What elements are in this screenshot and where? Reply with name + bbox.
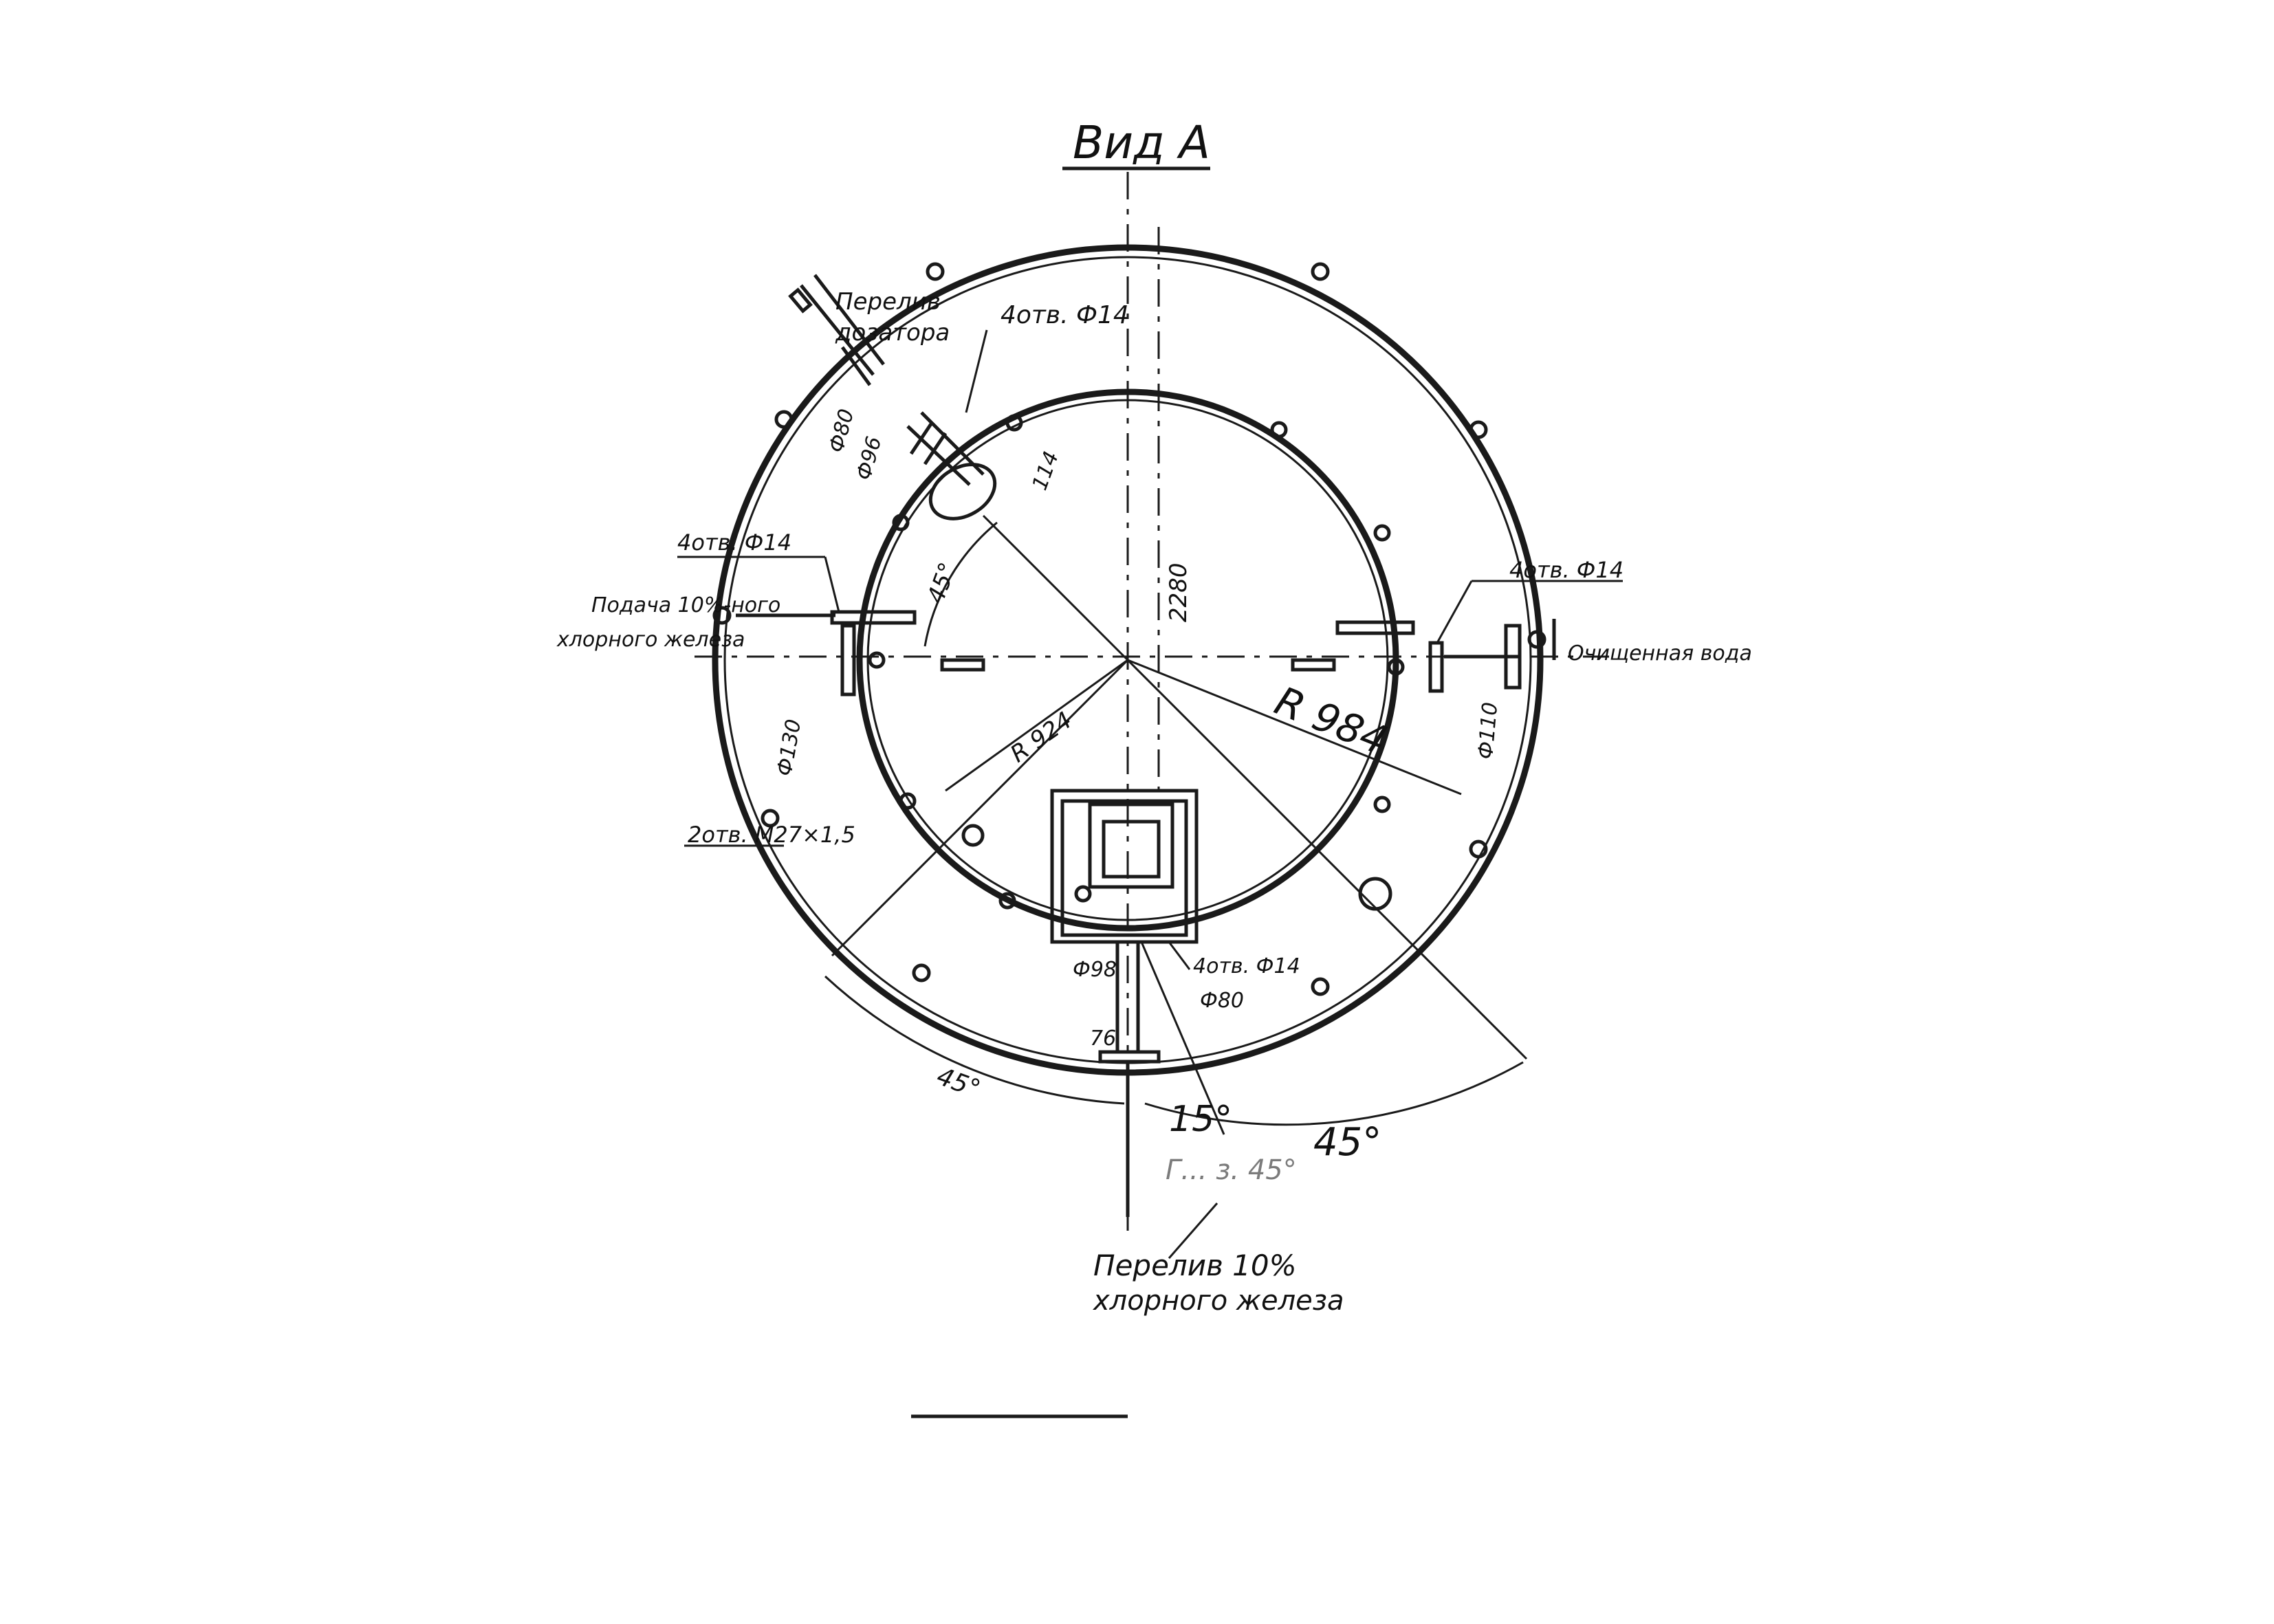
label-dim-phi80-top: Ф80 — [824, 406, 859, 455]
radius-line-inner — [945, 659, 1128, 792]
bolt-hole — [899, 792, 917, 810]
view-title: Вид А — [1073, 116, 1210, 169]
bolt-hole — [868, 651, 886, 669]
right-outlet-pipe — [1335, 619, 1556, 693]
outer-bolt-holes — [712, 262, 1546, 996]
bolt-hole — [1311, 977, 1330, 996]
label-dim-76: 76 — [1090, 1027, 1116, 1051]
bolt-hole — [1469, 420, 1488, 439]
leader-pereliv-10 — [1168, 1203, 1218, 1259]
diagonal-line-lower-right — [1126, 659, 1528, 1060]
inner-bolt-holes — [868, 414, 1405, 910]
label-pereliv-10-2: хлорного железа — [1092, 1285, 1344, 1317]
label-dim-phi98: Ф98 — [1073, 958, 1117, 982]
angle-line-15 — [1140, 941, 1225, 1135]
label-pereliv-dozatora-2: дозатора — [835, 319, 950, 347]
leader-holes-top — [965, 329, 988, 413]
diagonal-line-lower-left — [831, 659, 1129, 957]
bolt-hole — [774, 410, 794, 429]
label-ochishchennaya-voda: Очищенная вода — [1568, 641, 1752, 666]
leader-holes-left-2 — [824, 556, 840, 613]
dosing-overflow-pipe — [788, 274, 885, 386]
label-holes-bottom-left: 2отв. М27×1,5 — [688, 822, 855, 848]
top-inlet-flange — [906, 411, 997, 520]
leader-holes-bottom — [1168, 941, 1191, 970]
bolt-hole — [712, 606, 732, 625]
bolt-hole — [998, 892, 1016, 910]
bolt-hole — [1469, 840, 1488, 859]
label-dim-phi110: Ф110 — [1474, 701, 1502, 760]
label-angle-45-bottom-left: 45° — [933, 1062, 984, 1104]
bolt-hole — [1311, 262, 1330, 281]
inspection-port — [1358, 877, 1392, 911]
bolt-hole — [761, 809, 780, 828]
label-holes-bottom: 4отв. Ф14 — [1193, 954, 1300, 978]
bolt-hole — [1270, 421, 1288, 439]
label-dim-phi130: Ф130 — [772, 717, 806, 778]
angle-arc-bottom-left-45 — [824, 975, 1125, 1105]
label-radius-outer: R 984 — [1269, 677, 1395, 765]
bolt-hole — [926, 262, 945, 281]
bolt-hole — [1005, 414, 1023, 432]
label-dim-2280: 2280 — [1165, 562, 1192, 622]
bolt-hole — [1527, 630, 1546, 649]
bolt-hole — [1373, 795, 1391, 813]
label-holes-right: 4отв. Ф14 — [1509, 557, 1623, 583]
diagonal-line-upper-left — [982, 514, 1129, 661]
label-dim-114: 114 — [1028, 448, 1064, 494]
leader-holes-right-2 — [1436, 580, 1473, 644]
label-podacha-1: Подача 10%-ного — [591, 593, 780, 617]
bolt-hole — [912, 963, 931, 983]
label-holes-top: 4отв. Ф14 — [1001, 301, 1129, 329]
bottom-pipe — [1098, 940, 1161, 1217]
label-radius-inner: R 924 — [1005, 707, 1077, 769]
bolt-hole — [1074, 885, 1092, 903]
label-pereliv-dozatora-1: Перелив — [835, 288, 941, 316]
label-garbled-bottom: Г... з. 45° — [1166, 1154, 1297, 1186]
label-dim-phi96: Ф96 — [852, 434, 886, 483]
bolt-hole — [1387, 658, 1405, 676]
label-angle-45-bottom-right: 45° — [1313, 1120, 1381, 1165]
radius-line-outer — [1127, 659, 1462, 795]
label-pereliv-10-1: Перелив 10% — [1093, 1249, 1297, 1282]
label-holes-left: 4отв. Ф14 — [677, 529, 791, 556]
bolt-hole — [1373, 524, 1391, 542]
bolt-hole — [961, 824, 985, 847]
label-podacha-2: хлорного железа — [556, 628, 745, 652]
label-angle-45-inner: 45° — [922, 559, 962, 607]
internal-slots — [940, 658, 1336, 672]
angle-arc-bottom-right-45 — [1144, 1061, 1524, 1126]
bolt-hole — [892, 514, 910, 531]
label-dim-phi80-bottom: Ф80 — [1200, 989, 1244, 1013]
angle-arc-inner-45 — [923, 521, 998, 647]
label-angle-15: 15° — [1169, 1099, 1232, 1140]
left-inlet-pipe — [736, 610, 917, 696]
